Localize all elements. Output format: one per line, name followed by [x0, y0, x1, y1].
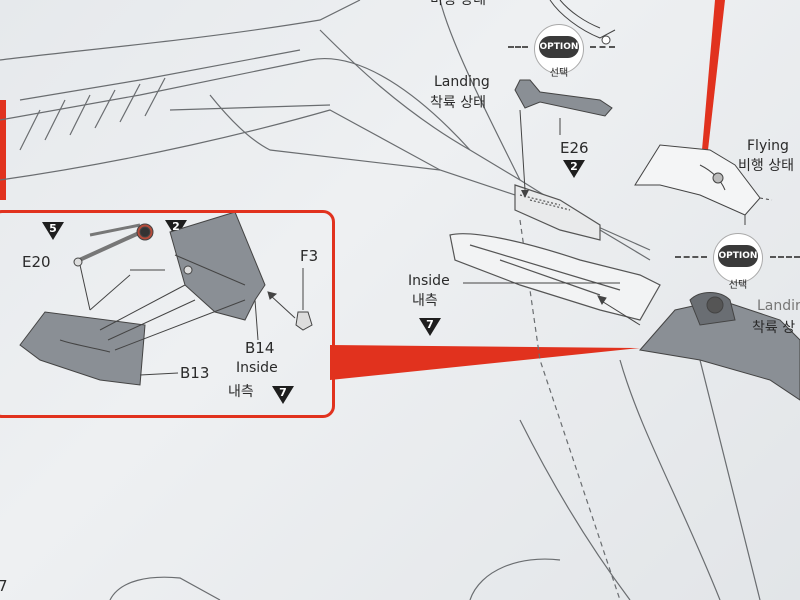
option-dash-left-2 — [675, 256, 707, 258]
red-accent-left-edge — [0, 100, 6, 200]
top-state-label: 비행 상태 — [430, 0, 486, 8]
badge-e26-num: 2 — [570, 160, 578, 173]
option-badge-top-sub: 선택 — [549, 68, 569, 79]
flying-door-part — [634, 144, 773, 225]
option-dash-right-1 — [590, 46, 615, 48]
option-badge-top: OPTION — [534, 24, 584, 74]
landing-door-right — [639, 292, 800, 401]
badge-e26-step: 2 — [563, 160, 585, 178]
gear-bay — [449, 184, 661, 321]
inset-inside-label-ko: 내측 — [228, 384, 254, 400]
badge-inside-step: 7 — [419, 318, 441, 336]
badge-inset-2-num: 2 — [172, 220, 180, 233]
part-e26 — [514, 79, 613, 198]
red-accent-right — [702, 0, 725, 150]
bottom-step-number: 7 — [0, 577, 8, 595]
badge-inset-2: 2 — [165, 220, 187, 238]
part-label-b13: B13 — [180, 364, 210, 382]
landing-label-en: Landing — [434, 74, 490, 90]
option-badge-right: OPTION — [713, 233, 763, 283]
flying-label-ko: 비행 상태 — [738, 158, 794, 174]
detail-inset — [0, 210, 335, 418]
inside-label-en: Inside — [408, 273, 450, 289]
part-label-b14: B14 — [245, 339, 275, 357]
badge-inset-5-num: 5 — [49, 222, 57, 235]
inside-label-ko: 내측 — [412, 293, 438, 309]
badge-inset-inside-step: 7 — [272, 386, 294, 404]
option-dash-right-2 — [770, 256, 800, 258]
badge-inside-num: 7 — [426, 318, 434, 331]
part-label-e26: E26 — [560, 139, 589, 157]
option-badge-right-sub: 선택 — [728, 280, 748, 291]
part-label-f3: F3 — [300, 247, 319, 265]
landing-right-label-en: Landir — [757, 298, 800, 314]
red-accent-pointer — [330, 345, 640, 380]
flying-label-en: Flying — [747, 138, 789, 154]
badge-inset-inside-num: 7 — [279, 386, 287, 399]
inset-inside-label-en: Inside — [236, 360, 278, 376]
landing-label-ko: 착륙 상태 — [430, 95, 486, 111]
top-strut — [549, 0, 616, 45]
landing-right-label-ko: 착륙 상 — [752, 320, 796, 336]
badge-inset-5: 5 — [42, 222, 64, 240]
part-label-e20: E20 — [22, 253, 51, 271]
option-dash-left-1 — [508, 46, 528, 48]
option-badge-right-label: OPTION — [718, 245, 758, 267]
option-badge-top-label: OPTION — [539, 36, 579, 58]
inset-parts — [19, 211, 313, 386]
inside-leaders — [463, 282, 641, 326]
